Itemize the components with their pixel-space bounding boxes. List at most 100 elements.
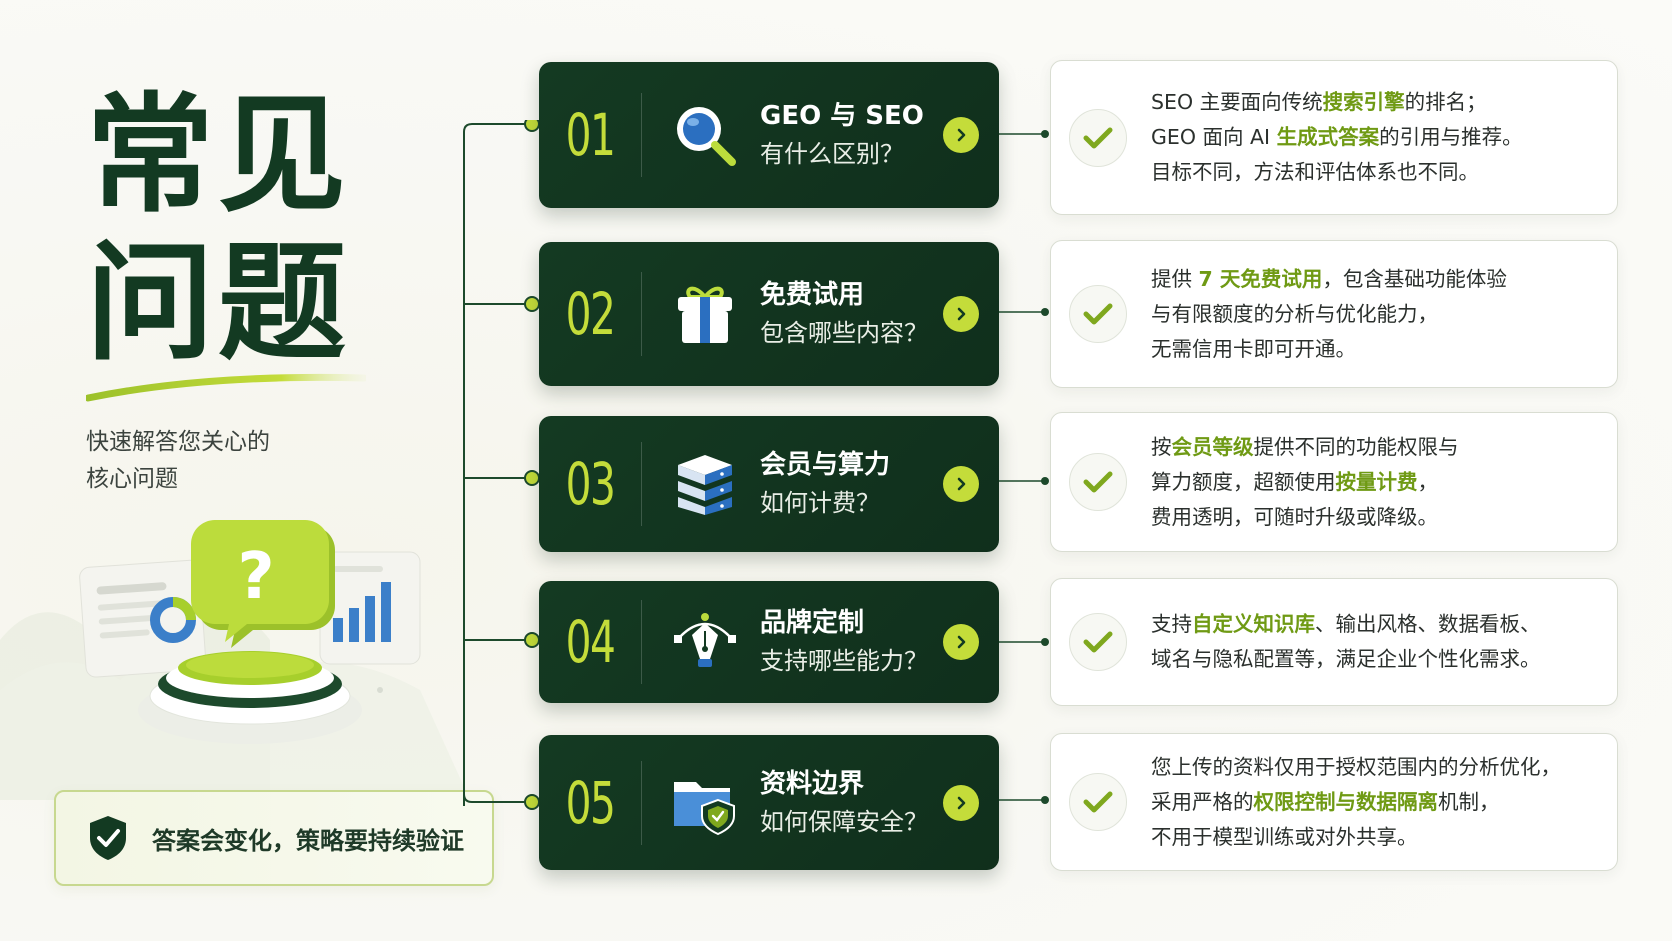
check-circle-icon: [1069, 108, 1127, 167]
page-subtitle: 快速解答您关心的 核心问题: [86, 424, 270, 498]
answer-highlight: 权限控制与数据隔离: [1253, 789, 1439, 814]
page-title: 常见 问题: [86, 82, 386, 378]
question-mark-glyph: ?: [237, 540, 274, 614]
faq-number: 03: [565, 450, 616, 518]
faq-divider: [641, 600, 642, 684]
faq-question-title: 品牌定制: [760, 608, 865, 638]
answer-highlight: 搜索引擎: [1322, 90, 1405, 114]
faq-link-1: [999, 130, 1049, 138]
title-underline-decoration: [86, 373, 366, 402]
answer-highlight: 按量计费: [1335, 469, 1418, 494]
faq-answer-text: 您上传的资料仅用于授权范围内的分析优化， 采用严格的权限控制与数据隔离机制， 不…: [1151, 750, 1561, 855]
bar-chart-card-icon: [319, 551, 421, 665]
faq-answer-card-2: 提供 7 天免费试用，包含基础功能体验 与有限额度的分析与优化能力， 无需信用卡…: [1050, 240, 1618, 388]
faq-answer-text: 提供 7 天免费试用，包含基础功能体验 与有限额度的分析与优化能力， 无需信用卡…: [1151, 262, 1507, 367]
secure-folder-icon: [674, 781, 735, 835]
chevron-right-icon: [957, 128, 966, 142]
faq-number: 01: [565, 101, 616, 169]
faq-divider: [641, 442, 642, 526]
faq-answer-card-5: 您上传的资料仅用于授权范围内的分析优化， 采用严格的权限控制与数据隔离机制， 不…: [1050, 733, 1618, 871]
faq-question-title: 免费试用: [760, 280, 865, 310]
gift-icon: [678, 286, 732, 343]
reminder-badge: 答案会变化，策略要持续验证: [54, 790, 494, 886]
faq-answer-text: SEO 主要面向传统搜索引擎的排名； GEO 面向 AI 生成式答案的引用与推荐…: [1151, 85, 1523, 190]
chevron-right-icon: [957, 796, 966, 809]
faq-question-subtitle: 如何保障安全？: [760, 807, 928, 836]
check-circle-icon: [1069, 613, 1127, 671]
faq-answer-card-1: SEO 主要面向传统搜索引擎的排名； GEO 面向 AI 生成式答案的引用与推荐…: [1050, 60, 1618, 215]
expand-arrow-button[interactable]: [943, 296, 979, 332]
faq-number: 05: [565, 768, 616, 837]
faq-question-title: 会员与算力: [760, 450, 891, 480]
faq-question-card-5[interactable]: 05 资料边界 如何保障安全？: [539, 735, 999, 870]
answer-highlight: 生成式答案: [1276, 125, 1380, 149]
server-stack-icon: [678, 455, 732, 515]
faq-answer-line: 按会员等级提供不同的功能权限与: [1151, 434, 1459, 459]
faq-question-subtitle: 有什么区别？: [760, 140, 904, 168]
faq-question-text: 资料边界 如何保障安全？: [760, 765, 943, 841]
podium-icon: [138, 651, 362, 744]
check-circle-icon: [1069, 453, 1127, 511]
page-title-line-2: 问题: [86, 229, 351, 378]
faq-question-text: 会员与算力 如何计费？: [760, 446, 943, 522]
faq-answer-text: 按会员等级提供不同的功能权限与 算力额度，超额使用按量计费， 费用透明，可随时升…: [1151, 430, 1459, 535]
faq-answer-card-3: 按会员等级提供不同的功能权限与 算力额度，超额使用按量计费， 费用透明，可随时升…: [1050, 412, 1618, 552]
faq-question-title: 资料边界: [760, 768, 865, 799]
question-illustration: ?: [79, 520, 421, 744]
faq-answer-line: 支持自定义知识库、输出风格、数据看板、: [1151, 612, 1541, 636]
shield-check-icon: [90, 816, 126, 860]
answer-highlight: 自定义知识库: [1192, 612, 1315, 636]
faq-answer-line: 无需信用卡即可开通。: [1151, 336, 1356, 361]
faq-question-text: 品牌定制 支持哪些能力？: [760, 604, 943, 680]
faq-answer-line: 提供 7 天免费试用，包含基础功能体验: [1151, 266, 1507, 291]
faq-question-card-1[interactable]: 01 GEO 与 SEO 有什么区别？: [539, 62, 999, 208]
faq-answer-line: 不用于模型训练或对外共享。: [1151, 824, 1418, 849]
faq-link-5: [999, 796, 1049, 804]
faq-divider: [641, 760, 642, 845]
faq-divider: [641, 272, 642, 356]
chevron-right-icon: [957, 307, 966, 321]
faq-answer-line: 采用严格的权限控制与数据隔离机制，: [1151, 789, 1500, 814]
answer-highlight: 会员等级: [1171, 434, 1254, 459]
reminder-badge-text: 答案会变化，策略要持续验证: [152, 826, 464, 855]
check-circle-icon: [1069, 773, 1127, 831]
faq-question-card-3[interactable]: 03 会员与算力 如何计费？: [539, 416, 999, 552]
subtitle-line-1: 快速解答您关心的: [86, 429, 270, 455]
faq-question-subtitle: 如何计费？: [760, 489, 880, 517]
faq-question-card-4[interactable]: 04 品牌定制 支持哪些能力？: [539, 581, 999, 703]
subtitle-line-2: 核心问题: [86, 466, 178, 492]
chevron-right-icon: [957, 635, 966, 649]
faq-answer-line: GEO 面向 AI 生成式答案的引用与推荐。: [1151, 125, 1523, 149]
faq-answer-line: SEO 主要面向传统搜索引擎的排名；: [1151, 90, 1487, 114]
faq-link-4: [999, 638, 1049, 646]
faq-question-title: GEO 与 SEO: [760, 101, 924, 131]
faq-connector-lines: [463, 120, 540, 810]
faq-number: 04: [565, 608, 616, 676]
chevron-right-icon: [957, 477, 966, 491]
faq-answer-line: 费用透明，可随时升级或降级。: [1151, 504, 1438, 529]
expand-arrow-button[interactable]: [943, 466, 979, 502]
faq-answer-line: 目标不同，方法和评估体系也不同。: [1151, 160, 1479, 184]
faq-divider: [641, 93, 642, 177]
faq-question-card-2[interactable]: 02 免费试用 包含哪些内容？: [539, 242, 999, 386]
expand-arrow-button[interactable]: [943, 624, 979, 660]
faq-answer-text: 支持自定义知识库、输出风格、数据看板、 域名与隐私配置等，满足企业个性化需求。: [1151, 607, 1541, 677]
expand-arrow-button[interactable]: [943, 784, 979, 821]
faq-number: 02: [565, 280, 616, 348]
check-circle-icon: [1069, 285, 1127, 343]
page-title-line-1: 常见: [86, 81, 351, 230]
pen-nib-icon: [674, 613, 736, 667]
faq-answer-card-4: 支持自定义知识库、输出风格、数据看板、 域名与隐私配置等，满足企业个性化需求。: [1050, 578, 1618, 706]
faq-question-text: 免费试用 包含哪些内容？: [760, 276, 943, 352]
faq-answer-line: 您上传的资料仅用于授权范围内的分析优化，: [1151, 754, 1561, 779]
speech-bubble-icon: ?: [191, 520, 335, 648]
faq-question-subtitle: 包含哪些内容？: [760, 319, 928, 347]
expand-arrow-button[interactable]: [943, 117, 979, 153]
donut-chart-icon: [150, 597, 196, 643]
faq-answer-line: 算力额度，超额使用按量计费，: [1151, 469, 1438, 494]
faq-answer-line: 域名与隐私配置等，满足企业个性化需求。: [1151, 647, 1541, 671]
faq-link-3: [999, 477, 1049, 485]
faq-answer-line: 与有限额度的分析与优化能力，: [1151, 301, 1438, 326]
magnifier-icon: [677, 107, 736, 166]
answer-highlight: 7 天免费试用: [1198, 266, 1323, 291]
